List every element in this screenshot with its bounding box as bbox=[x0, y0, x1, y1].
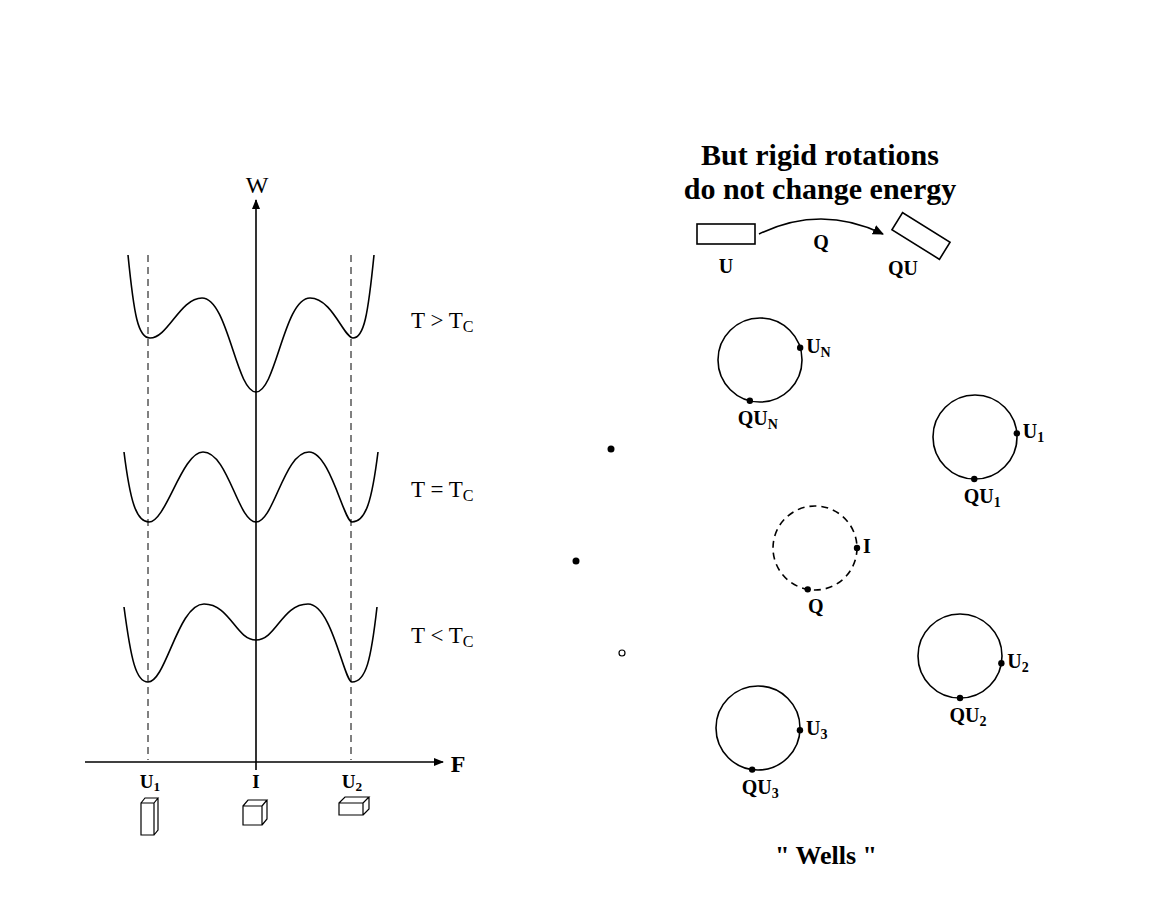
circle bbox=[933, 395, 1017, 479]
point-label: UN bbox=[806, 335, 831, 357]
point-label: U bbox=[719, 255, 733, 277]
point-dot bbox=[747, 398, 753, 404]
edge-label: Q bbox=[813, 231, 829, 253]
point-dot bbox=[1014, 430, 1020, 436]
f-axis bbox=[85, 761, 443, 763]
dot bbox=[608, 446, 615, 453]
point-dot bbox=[797, 345, 803, 351]
well-circle: U2QU2 bbox=[890, 606, 1060, 731]
point-dot bbox=[797, 727, 803, 733]
point-dot bbox=[749, 766, 755, 772]
circle bbox=[718, 318, 802, 402]
point-label: U1 bbox=[1023, 420, 1044, 442]
point-label: QU bbox=[888, 257, 918, 279]
rotated-point-label: QU1 bbox=[964, 485, 1001, 507]
energy-curve bbox=[124, 452, 378, 522]
flat-box-sketch bbox=[339, 797, 369, 815]
well-circle: U1QU1 bbox=[905, 387, 1075, 512]
well-circle: U3QU3 bbox=[688, 678, 858, 803]
dot bbox=[619, 650, 625, 656]
point-dot bbox=[805, 586, 811, 592]
circle bbox=[918, 614, 1002, 698]
curve-label: T > TC bbox=[411, 308, 474, 333]
circle-outline bbox=[688, 678, 858, 803]
point-label: I bbox=[863, 535, 871, 557]
dashed-guide bbox=[148, 255, 149, 760]
point-dot bbox=[998, 660, 1004, 666]
rotated-body-shape: QU bbox=[885, 216, 957, 280]
tick-label: I bbox=[252, 772, 259, 793]
rotated-point-label: QUN bbox=[738, 407, 778, 429]
dot bbox=[573, 558, 580, 565]
rectangle bbox=[697, 224, 755, 244]
well-circle: UN QUN bbox=[690, 310, 860, 435]
heading: But rigid rotations do not change energy bbox=[683, 138, 957, 207]
body-shape: U bbox=[695, 222, 757, 276]
curve-label: T = TC bbox=[411, 477, 474, 502]
point-label: U2 bbox=[1007, 650, 1028, 672]
point-dot bbox=[957, 695, 963, 701]
rotated-point-label: Q bbox=[808, 595, 824, 617]
cube-sketch bbox=[243, 800, 267, 825]
w-axis bbox=[255, 200, 257, 770]
tick-label: U1 bbox=[140, 772, 160, 793]
axis-label: F bbox=[451, 751, 466, 777]
rotated-rectangle bbox=[892, 213, 950, 260]
energy-curve bbox=[124, 604, 377, 682]
dashed-guide bbox=[351, 255, 352, 760]
tall-box-sketch bbox=[141, 798, 158, 835]
point-label: U3 bbox=[806, 717, 827, 739]
point-dot bbox=[854, 545, 860, 551]
circle-outline bbox=[745, 498, 915, 623]
rotated-point-label: QU2 bbox=[950, 704, 987, 726]
tick-label: U2 bbox=[342, 772, 362, 793]
well-circle: IQ bbox=[745, 498, 915, 623]
axis-label: W bbox=[246, 172, 269, 198]
curve-label: T < TC bbox=[411, 623, 474, 648]
circle bbox=[716, 686, 800, 770]
circle bbox=[773, 506, 857, 590]
point-dot bbox=[971, 476, 977, 482]
energy-curve bbox=[128, 255, 374, 392]
rotated-point-label: QU3 bbox=[742, 776, 779, 798]
caption-label: " Wells " bbox=[775, 842, 877, 871]
